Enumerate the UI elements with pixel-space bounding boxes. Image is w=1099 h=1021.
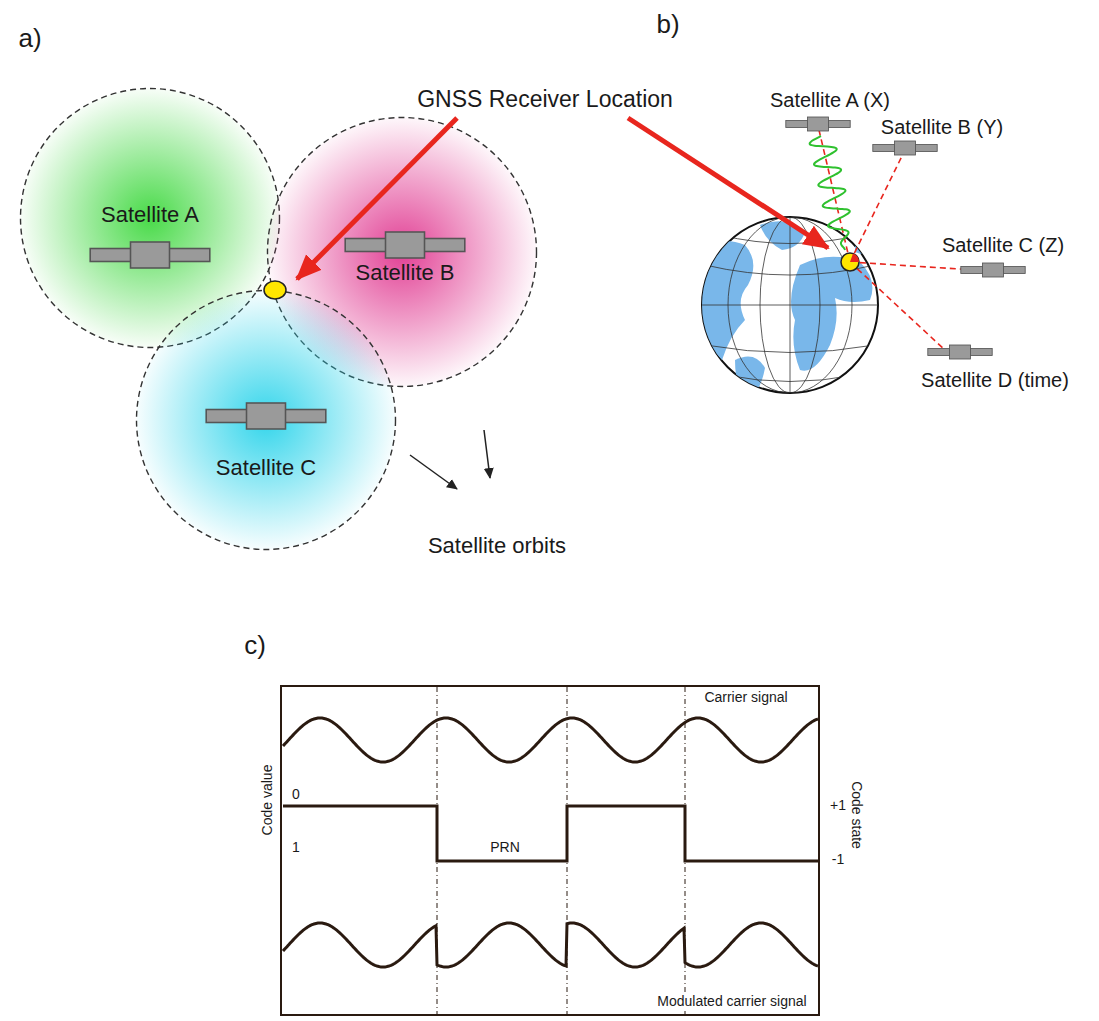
pointer-arrow [297,118,457,279]
orbit-arrow [410,455,457,489]
satellite-icon [873,141,937,155]
signal-label: PRN [490,840,520,855]
signal-label: Carrier signal [702,690,789,705]
modulated-wave [283,923,818,967]
signal-label: Modulated carrier signal [655,994,808,1009]
circle-outline [135,289,399,553]
panel-letter: b) [656,10,679,39]
orbit-arrow [484,430,490,478]
satellite-icon [961,263,1025,277]
panel-letter: a) [18,24,41,53]
satellite-label: Satellite D (time) [921,369,1069,391]
satellite-name: Satellite C [216,455,316,481]
carrier-wave [283,718,818,762]
satellite-label: Satellite A (X) [770,89,890,111]
receiver-dot [841,253,859,271]
axis-value: 1 [292,840,300,855]
pointer-arrow [628,118,828,248]
satellite-icon [206,403,326,429]
axis-title: Code state [848,781,863,849]
axis-value: +1 [830,798,846,813]
signal-wave [810,136,850,250]
signal-frame [281,686,819,1015]
receiver-dot [264,281,286,299]
satellite-label: Satellite B (Y) [881,116,1003,138]
satellite-icon [345,232,465,258]
satellite-label: Satellite C (Z) [942,234,1064,256]
prn-code [283,806,818,861]
callout-text: GNSS Receiver Location [417,87,673,112]
satellite-icon [928,345,992,359]
satellite-range-circle: Satellite C [135,289,397,551]
axis-value: -1 [832,852,844,867]
panel-letter: c) [244,631,266,660]
satellite-name: Satellite A [101,202,199,228]
globe [700,217,880,400]
axis-value: 0 [292,787,300,802]
satellite-icon [786,117,850,131]
axis-title: Code value [260,765,275,836]
callout-text: Satellite orbits [428,534,566,558]
satellite-icon [90,242,210,268]
satellite-name: Satellite B [355,260,454,286]
